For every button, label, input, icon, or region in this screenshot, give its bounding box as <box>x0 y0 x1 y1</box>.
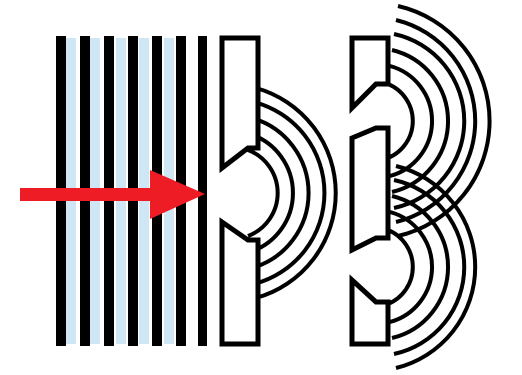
circular-wavefront <box>248 150 278 236</box>
circular-wavefront <box>388 230 413 304</box>
barrier-middle-section <box>352 128 388 250</box>
arrow-shaft <box>20 188 158 201</box>
single-slit-barrier <box>222 38 258 344</box>
circular-wavefront <box>250 134 293 252</box>
barrier-bottom-section <box>352 280 388 344</box>
barrier-lower-section <box>222 222 258 344</box>
barrier-upper-section <box>222 38 258 168</box>
barrier-top-section <box>352 38 388 108</box>
circular-wavefront <box>388 84 413 158</box>
single-slit-circular-waves <box>248 88 336 298</box>
plane-wavefront <box>198 36 207 346</box>
double-slit-barrier <box>352 38 388 344</box>
